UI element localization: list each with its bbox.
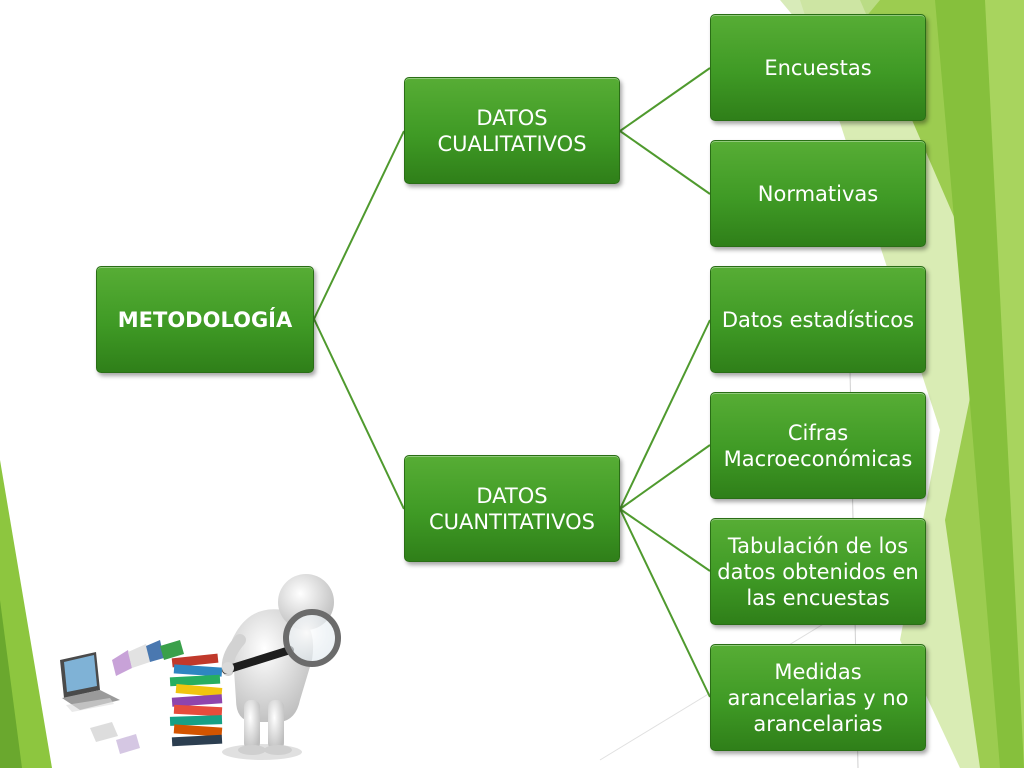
node-cifras-macroeconomicas: Cifras Macroeconómicas: [710, 392, 926, 499]
connector-cualitativos-normativas: [619, 130, 711, 195]
connector-cuantitativos-estadisticos: [619, 319, 711, 510]
accent-stripe: [985, 0, 1024, 768]
node-medidas-arancelarias-label: Medidas arancelarias y no arancelarias: [727, 659, 909, 736]
node-datos-cuantitativos-label: DATOS CUANTITATIVOS: [429, 483, 595, 534]
node-tabulacion-label: Tabulación de los datos obtenidos en las…: [717, 533, 919, 610]
connector-root-cualitativos: [313, 130, 405, 320]
node-tabulacion: Tabulación de los datos obtenidos en las…: [710, 518, 926, 625]
node-root-label: METODOLOGÍA: [117, 307, 293, 332]
node-encuestas-label: Encuestas: [764, 55, 872, 80]
left-dark-wedge: [0, 600, 22, 768]
node-datos-estadisticos: Datos estadísticos: [710, 266, 926, 373]
connector-cuantitativos-cifras: [619, 444, 711, 510]
node-datos-cualitativos-label: DATOS CUALITATIVOS: [437, 105, 587, 156]
node-datos-cuantitativos: DATOS CUANTITATIVOS: [404, 455, 620, 562]
node-normativas-label: Normativas: [757, 181, 879, 206]
node-encuestas: Encuestas: [710, 14, 926, 121]
connector-root-cuantitativos: [313, 318, 405, 510]
node-medidas-arancelarias: Medidas arancelarias y no arancelarias: [710, 644, 926, 751]
connector-cualitativos-encuestas: [619, 67, 711, 132]
node-datos-estadisticos-label: Datos estadísticos: [721, 307, 915, 332]
connector-cuantitativos-medidas: [619, 508, 711, 698]
node-datos-cualitativos: DATOS CUALITATIVOS: [404, 77, 620, 184]
connector-cuantitativos-tabulacion: [619, 508, 711, 572]
node-normativas: Normativas: [710, 140, 926, 247]
left-green-wedge: [0, 460, 52, 768]
node-root: METODOLOGÍA: [96, 266, 314, 373]
node-cifras-macroeconomicas-label: Cifras Macroeconómicas: [723, 420, 913, 471]
